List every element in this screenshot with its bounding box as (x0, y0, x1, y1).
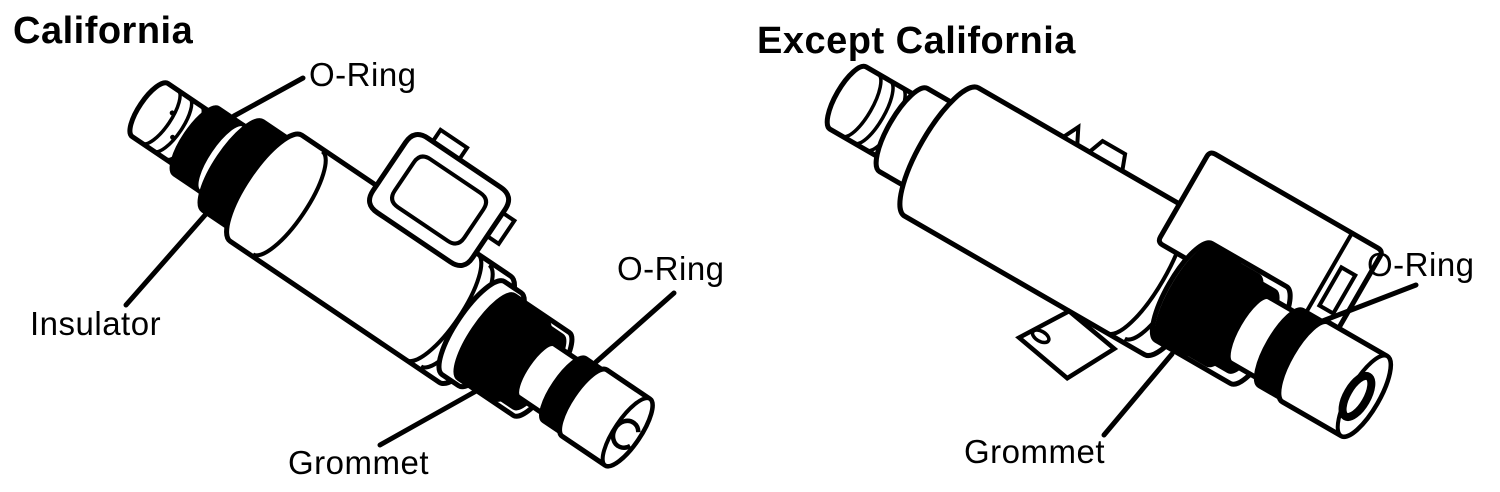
leader-exca-o-ring (1317, 282, 1419, 325)
california-injector-illustration (127, 80, 655, 469)
leader-ca-inlet-o-ring (231, 75, 306, 119)
label-exca-o-ring: O-Ring (1367, 246, 1475, 283)
leader-ca-grommet (377, 387, 481, 448)
leader-exca-grommet (1101, 351, 1175, 438)
figure-title-except-california: Except California (757, 20, 1076, 62)
leader-lines (123, 75, 1419, 448)
label-ca-grommet: Grommet (288, 444, 430, 481)
electrical-connector (367, 127, 518, 269)
label-ca-nozzle-o-ring: O-Ring (617, 250, 725, 287)
leader-ca-nozzle-o-ring (593, 290, 677, 365)
leader-ca-insulator (123, 211, 209, 308)
label-ca-inlet-o-ring: O-Ring (309, 56, 417, 93)
label-exca-grommet: Grommet (964, 433, 1106, 470)
except-california-injector-illustration (824, 63, 1394, 439)
label-ca-insulator: Insulator (30, 305, 162, 342)
figure-title-california: California (13, 10, 194, 52)
